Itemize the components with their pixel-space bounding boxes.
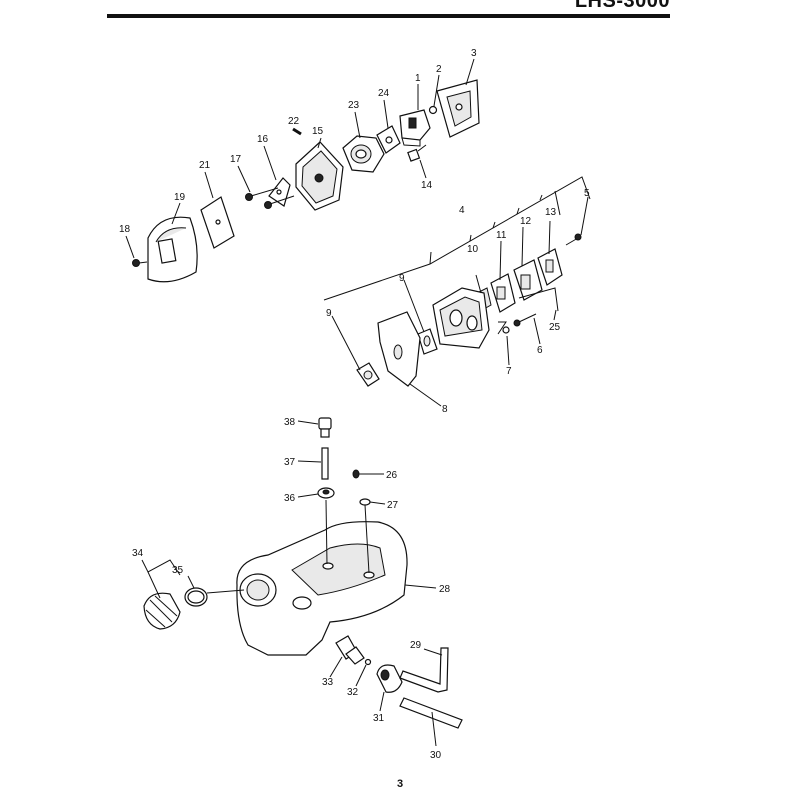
model-number: LHS-3000 bbox=[574, 0, 670, 12]
callout-36: 36 bbox=[284, 493, 296, 504]
callout-29: 29 bbox=[410, 640, 422, 651]
part-35-o-ring bbox=[184, 587, 208, 607]
callout-10: 10 bbox=[467, 244, 479, 255]
part-11-gasket bbox=[490, 273, 516, 313]
part-16-bracket bbox=[268, 177, 291, 207]
callout-11: 11 bbox=[496, 230, 507, 241]
callout-34: 34 bbox=[132, 548, 144, 559]
callout-31: 31 bbox=[373, 713, 385, 724]
part-27-washer bbox=[359, 498, 371, 506]
part-18-screw bbox=[132, 259, 148, 267]
callout-4: 4 bbox=[459, 205, 465, 216]
part-13-cover bbox=[537, 248, 563, 286]
part-28-fuel-tank bbox=[236, 499, 408, 656]
callout-25: 25 bbox=[549, 322, 561, 333]
part-9-gasket-upper bbox=[417, 328, 438, 355]
callout-5: 5 bbox=[584, 188, 590, 199]
part-22-pin bbox=[292, 127, 302, 136]
callout-37: 37 bbox=[284, 457, 296, 468]
callout-8: 8 bbox=[442, 404, 448, 415]
callout-17: 17 bbox=[230, 154, 242, 165]
part-23-insulator bbox=[342, 135, 385, 173]
callout-22: 22 bbox=[288, 116, 300, 127]
part-25-bracket bbox=[518, 287, 559, 312]
part-21-filter-element bbox=[200, 196, 235, 249]
callout-32: 32 bbox=[347, 687, 359, 698]
callout-9a: 9 bbox=[326, 308, 332, 319]
part-15-filter-housing bbox=[295, 141, 344, 211]
part-29-pipe bbox=[399, 647, 449, 693]
part-3-gasket bbox=[436, 79, 480, 138]
part-24-gasket bbox=[376, 125, 401, 154]
callout-30: 30 bbox=[430, 750, 442, 761]
part-30-hose bbox=[399, 697, 463, 729]
callout-2: 2 bbox=[436, 64, 442, 75]
header-rule bbox=[107, 14, 670, 18]
callout-7: 7 bbox=[506, 366, 512, 377]
callout-24: 24 bbox=[378, 88, 390, 99]
callout-38: 38 bbox=[284, 417, 296, 428]
callout-13: 13 bbox=[545, 207, 557, 218]
part-33-fitting bbox=[335, 635, 365, 665]
part-35-leader-to-tank bbox=[206, 589, 245, 594]
callout-18: 18 bbox=[119, 224, 131, 235]
muffler-body bbox=[432, 287, 490, 349]
callout-27: 27 bbox=[387, 500, 399, 511]
part-5-bolt bbox=[565, 233, 582, 246]
part-12-plate bbox=[513, 259, 543, 301]
callout-19: 19 bbox=[174, 192, 186, 203]
callout-3: 3 bbox=[471, 48, 477, 59]
part-36-grommet bbox=[317, 487, 335, 499]
part-2-washer bbox=[428, 105, 438, 115]
part-31-grommet bbox=[376, 664, 403, 693]
part-17-bolts bbox=[245, 187, 295, 209]
part-37-tube bbox=[321, 447, 329, 480]
callout-6: 6 bbox=[537, 345, 543, 356]
part-9-gasket-lower bbox=[356, 362, 380, 387]
part-38-cap bbox=[318, 417, 332, 438]
part-19-filter-cover bbox=[147, 216, 198, 283]
part-34-fuel-cap bbox=[143, 592, 181, 630]
callout-9b: 9 bbox=[399, 273, 405, 284]
part-8-heat-shield bbox=[377, 311, 421, 387]
callout-28: 28 bbox=[439, 584, 451, 595]
callout-23: 23 bbox=[348, 100, 360, 111]
callout-33: 33 bbox=[322, 677, 334, 688]
part-1-carburetor bbox=[399, 109, 431, 147]
page-number: 3 bbox=[396, 778, 404, 790]
callout-1: 1 bbox=[415, 73, 421, 84]
part-6-bolt bbox=[513, 313, 537, 327]
callout-35: 35 bbox=[172, 565, 184, 576]
callouts: 1 2 3 4 5 6 7 8 9 9 10 11 12 13 14 15 16… bbox=[119, 48, 590, 761]
part-26-screw bbox=[352, 469, 372, 479]
part-32-washer bbox=[364, 658, 372, 666]
callout-16: 16 bbox=[257, 134, 269, 145]
callout-21: 21 bbox=[199, 160, 211, 171]
callout-12: 12 bbox=[520, 216, 532, 227]
part-7-washer bbox=[497, 321, 510, 335]
part-4-bracket-line bbox=[323, 176, 591, 301]
leader-lines bbox=[125, 58, 589, 747]
callout-26: 26 bbox=[386, 470, 398, 481]
callout-14: 14 bbox=[421, 180, 433, 191]
part-14-screw bbox=[407, 144, 427, 162]
callout-15: 15 bbox=[312, 126, 324, 137]
